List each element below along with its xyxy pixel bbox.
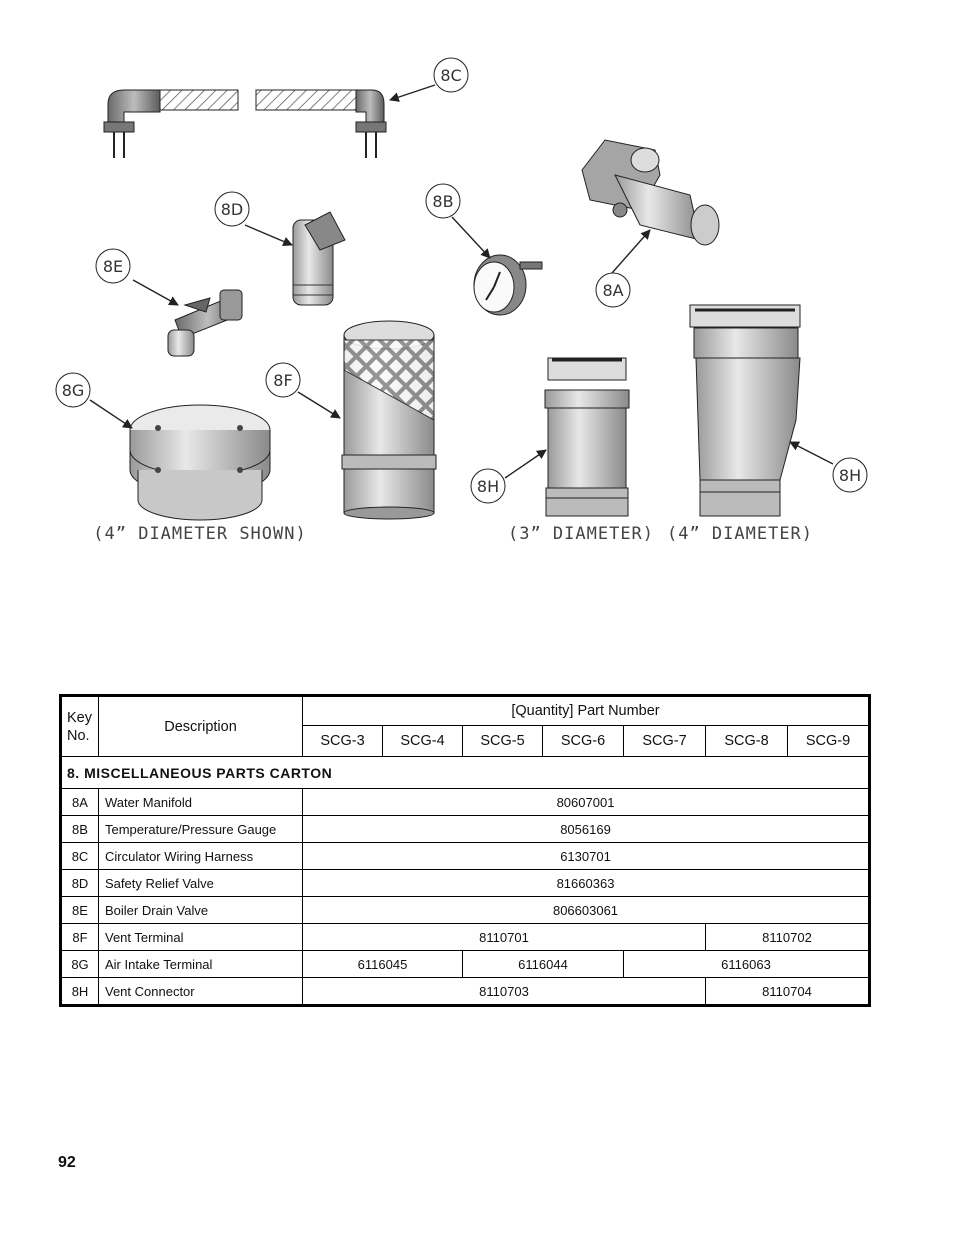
section-title: 8. MISCELLANEOUS PARTS CARTON — [59, 756, 871, 789]
model-header: SCG-3 — [302, 725, 383, 757]
page-number: 92 — [58, 1154, 76, 1171]
table-row: 8D Safety Relief Valve 81660363 — [60, 869, 871, 897]
key-cell: 8A — [60, 788, 99, 816]
description-cell: Vent Terminal — [98, 923, 303, 951]
part-number-cell: 8110701 — [302, 923, 706, 951]
key-cell: 8C — [60, 842, 99, 870]
model-header: SCG-4 — [382, 725, 463, 757]
vent-connector-4-inch-drawing — [689, 304, 801, 517]
model-header: SCG-9 — [786, 725, 871, 757]
model-header: SCG-6 — [542, 725, 624, 757]
part-number-cell: 806603061 — [301, 896, 871, 924]
part-number-cell: 8110702 — [704, 923, 871, 951]
parts-table: Key No. Description [Quantity] Part Numb… — [59, 694, 872, 1007]
callout-8b: 8B — [425, 183, 461, 219]
key-no-header: Key No. — [60, 695, 99, 757]
callout-8h-4-inch: 8H — [832, 457, 868, 493]
caption-4-inch-shown: (4” DIAMETER SHOWN) — [93, 524, 306, 544]
callout-8d: 8D — [214, 191, 250, 227]
table-row: 8G Air Intake Terminal 6116045 6116044 6… — [60, 950, 871, 978]
callout-8h-3-inch: 8H — [470, 468, 506, 504]
callout-8g: 8G — [55, 372, 91, 408]
callout-8f-label: 8F — [273, 371, 292, 390]
part-number-cell: 80607001 — [301, 788, 871, 816]
caption-4-inch: (4” DIAMETER) — [667, 524, 813, 544]
callout-8f: 8F — [265, 362, 301, 398]
table-row: 8B Temperature/Pressure Gauge 8056169 — [60, 815, 871, 843]
description-cell: Water Manifold — [98, 788, 303, 816]
callout-8c-label: 8C — [440, 66, 461, 85]
air-intake-terminal-drawing — [129, 404, 271, 521]
table-row: 8F Vent Terminal 8110701 8110702 — [60, 923, 871, 951]
description-cell: Boiler Drain Valve — [98, 896, 303, 924]
key-cell: 8H — [60, 977, 99, 1006]
quantity-part-number-header: [Quantity] Part Number — [301, 695, 871, 726]
safety-relief-valve-drawing — [292, 211, 346, 306]
parts-illustration: 8A 8B 8C 8D 8E 8F 8G 8H 8H (4” DIAMETER … — [55, 57, 868, 544]
key-cell: 8D — [60, 869, 99, 897]
part-number-cell: 6116044 — [462, 950, 624, 978]
caption-3-inch: (3” DIAMETER) — [508, 524, 654, 544]
section-row: 8. MISCELLANEOUS PARTS CARTON — [59, 756, 871, 789]
callout-8a-label: 8A — [602, 281, 623, 300]
circulator-wiring-harness-drawing — [103, 89, 387, 158]
model-header: SCG-8 — [705, 725, 788, 757]
table-row: 8E Boiler Drain Valve 806603061 — [60, 896, 871, 924]
description-cell: Circulator Wiring Harness — [98, 842, 303, 870]
callout-8g-label: 8G — [62, 381, 85, 400]
model-header: SCG-7 — [623, 725, 706, 757]
part-number-cell: 8056169 — [301, 815, 871, 843]
description-cell: Air Intake Terminal — [98, 950, 303, 978]
description-cell: Vent Connector — [98, 977, 303, 1006]
table-row: 8C Circulator Wiring Harness 6130701 — [60, 842, 871, 870]
callout-8c: 8C — [433, 57, 469, 93]
table-row: 8A Water Manifold 80607001 — [60, 788, 871, 816]
water-manifold-drawing — [581, 139, 720, 246]
callout-8e-label: 8E — [103, 257, 123, 276]
table-row: 8H Vent Connector 8110703 8110704 — [60, 977, 871, 1006]
description-cell: Temperature/Pressure Gauge — [98, 815, 303, 843]
key-cell: 8F — [60, 923, 99, 951]
part-number-cell: 81660363 — [301, 869, 871, 897]
callout-8e: 8E — [95, 248, 131, 284]
part-number-cell: 8110703 — [302, 977, 706, 1006]
callout-8b-label: 8B — [432, 192, 453, 211]
model-header-row: SCG-3 SCG-4 SCG-5 SCG-6 SCG-7 SCG-8 SCG-… — [61, 725, 871, 757]
model-header: SCG-5 — [462, 725, 543, 757]
description-cell: Safety Relief Valve — [98, 869, 303, 897]
vent-terminal-drawing — [341, 320, 437, 520]
description-header: Description — [98, 695, 303, 757]
key-cell: 8E — [60, 896, 99, 924]
part-number-cell: 8110704 — [704, 977, 871, 1006]
part-number-cell: 6116045 — [302, 950, 463, 978]
key-cell: 8G — [60, 950, 99, 978]
boiler-drain-valve-drawing — [167, 289, 243, 357]
table-header-row: Key No. Description [Quantity] Part Numb… — [60, 695, 871, 757]
callout-8h-label: 8H — [477, 477, 499, 496]
callout-8a: 8A — [595, 272, 631, 308]
part-number-cell: 6116063 — [622, 950, 871, 978]
key-cell: 8B — [60, 815, 99, 843]
callout-8d-label: 8D — [221, 200, 244, 219]
part-number-cell: 6130701 — [301, 842, 871, 870]
callout-8h-label: 8H — [839, 466, 861, 485]
vent-connector-3-inch-drawing — [544, 357, 630, 517]
temperature-pressure-gauge-drawing — [473, 254, 543, 316]
